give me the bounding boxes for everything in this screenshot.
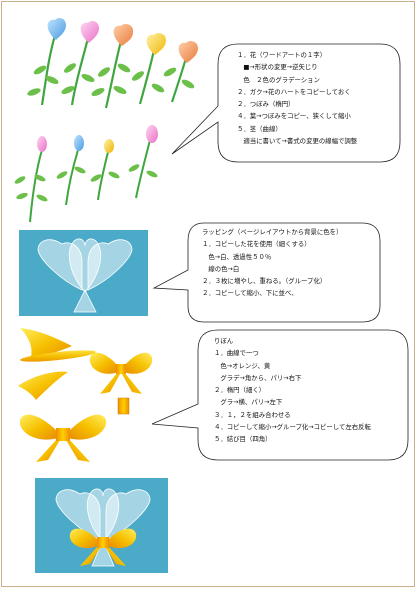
callout-line: ２．つぼみ（楕円） xyxy=(237,100,295,109)
callout-line: １．コピーした花を使用（細くする） xyxy=(202,240,311,249)
callout-line: ２．コピーして縮小、下に並べ、 xyxy=(202,289,298,298)
callout-line: ５．結び目（四角） xyxy=(214,435,272,444)
callout-line: 色→オレンジ、黄 xyxy=(214,361,271,370)
callout-line: ２．ガク→花のハートをコピーしておく xyxy=(237,87,351,96)
heart-flower-blooms xyxy=(47,17,198,63)
callout-line: グラ→横、パリ→左下 xyxy=(214,398,283,407)
callout-bubble-ribbon xyxy=(151,329,409,461)
callout-line: ５．茎（曲線） xyxy=(237,124,282,133)
callout-line: ２．３枚に増やし、重ねる。（グループ化） xyxy=(202,277,327,286)
callout-line: グラデ→角から、パリ→右下 xyxy=(214,373,302,382)
callout-line: ラッピング（ページレイアウトから背景に色を） xyxy=(202,228,343,236)
heart-flower-leaves xyxy=(27,63,195,97)
callout-ribbon-text: りぼん １．曲線で一つ 色→オレンジ、黄 グラデ→角から、パリ→右下 ２．楕円（… xyxy=(214,335,371,446)
callout-line: １．曲線で一つ xyxy=(214,349,259,358)
callout-line: りぼん xyxy=(214,337,234,345)
callout-line: １．花（ワードアートの１字） xyxy=(237,51,327,59)
callout-bubble-wrapping xyxy=(152,222,381,323)
final-bouquet xyxy=(35,478,168,573)
callout-bubble-flowers xyxy=(171,43,401,163)
ribbon-parts xyxy=(18,328,153,462)
wrapping-panel xyxy=(19,230,148,316)
callout-line: 色 ２色のグラデーション xyxy=(237,75,320,84)
callout-line: ４．葉→つぼみをコピー、狭くして縮小 xyxy=(237,112,351,121)
bud-flowers-leaves xyxy=(14,164,158,202)
callout-line: ３．１，２を組み合わせる xyxy=(214,410,291,419)
callout-line: 色→白、透過性５０％ xyxy=(202,252,272,261)
callout-line: 適当に書いて→書式の変更の線幅で調整 xyxy=(237,137,358,146)
heart-flowers-group xyxy=(40,34,188,109)
callout-flowers-text: １．花（ワードアートの１字） ■→形状の変更→逆矢じり 色 ２色のグラデーション… xyxy=(237,49,357,147)
callout-line: 線の色→白 xyxy=(202,264,240,273)
bud-flowers-blooms xyxy=(37,125,158,153)
callout-wrapping-text: ラッピング（ページレイアウトから背景に色を） １．コピーした花を使用（細くする）… xyxy=(202,226,342,300)
callout-line: ２．楕円（細く） xyxy=(214,386,266,395)
callout-line: ４．コピーして縮小→グループ化→コピーして左右反転 xyxy=(214,423,371,432)
callout-line: ■→形状の変更→逆矢じり xyxy=(237,63,318,72)
bud-flowers-stems xyxy=(29,139,151,223)
